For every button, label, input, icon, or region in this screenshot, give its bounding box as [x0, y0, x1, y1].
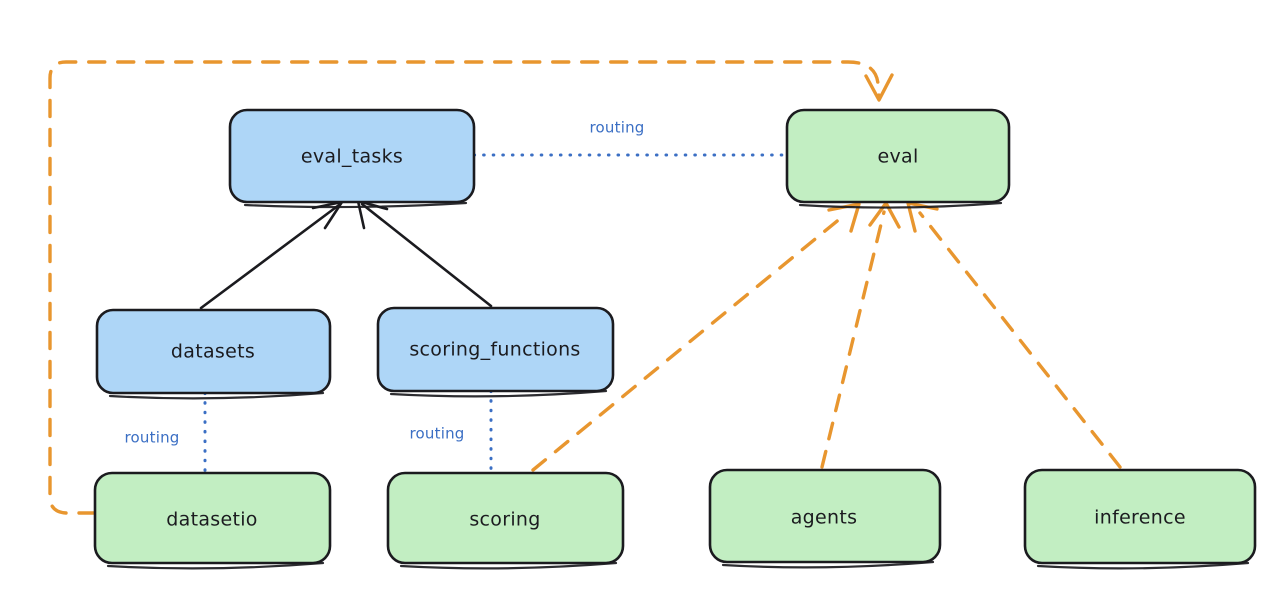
edge-scoring_functions-scoring: routing [410, 389, 493, 475]
edge-label-routing-eval: routing [590, 119, 645, 137]
edge-eval_tasks-eval: routing [472, 119, 789, 157]
edge-datasetio-eval [48, 60, 894, 515]
node-datasetio[interactable]: datasetio [93, 471, 332, 570]
node-agents[interactable]: agents [708, 468, 942, 569]
edge-scoring_functions-eval_tasks [356, 199, 493, 308]
edge-datasets-datasetio: routing [125, 391, 207, 475]
edge-datasets-eval_tasks [199, 200, 344, 310]
node-inference-label: inference [1094, 507, 1186, 529]
node-scoring_functions-label: scoring_functions [409, 339, 580, 361]
node-scoring-label: scoring [469, 509, 540, 531]
edge-inference-eval [906, 201, 1122, 469]
node-inference[interactable]: inference [1023, 468, 1257, 570]
node-agents-shape[interactable] [708, 468, 942, 564]
node-eval_tasks-label: eval_tasks [301, 146, 403, 168]
node-scoring-shape[interactable] [386, 471, 625, 565]
edge-label-routing-scoring: routing [410, 425, 465, 443]
node-eval-shape[interactable] [785, 108, 1011, 204]
node-datasetio-label: datasetio [166, 509, 257, 531]
node-eval-label: eval [877, 146, 918, 168]
node-scoring[interactable]: scoring [386, 471, 625, 570]
node-scoring_functions-shape[interactable] [376, 306, 615, 393]
node-eval_tasks-shape[interactable] [228, 108, 476, 204]
edge-label-routing-datasetio: routing [125, 429, 180, 447]
edge-scoring-eval [531, 202, 861, 472]
node-scoring_functions[interactable]: scoring_functions [376, 306, 615, 398]
node-eval[interactable]: eval [785, 108, 1011, 209]
node-eval_tasks[interactable]: eval_tasks [228, 108, 476, 209]
node-datasets-shape[interactable] [95, 308, 332, 395]
node-inference-shape[interactable] [1023, 468, 1257, 565]
node-agents-label: agents [791, 507, 858, 529]
node-datasetio-shape[interactable] [93, 471, 332, 565]
node-datasets[interactable]: datasets [95, 308, 332, 400]
node-datasets-label: datasets [171, 341, 255, 363]
edge-agents-eval [820, 201, 901, 469]
